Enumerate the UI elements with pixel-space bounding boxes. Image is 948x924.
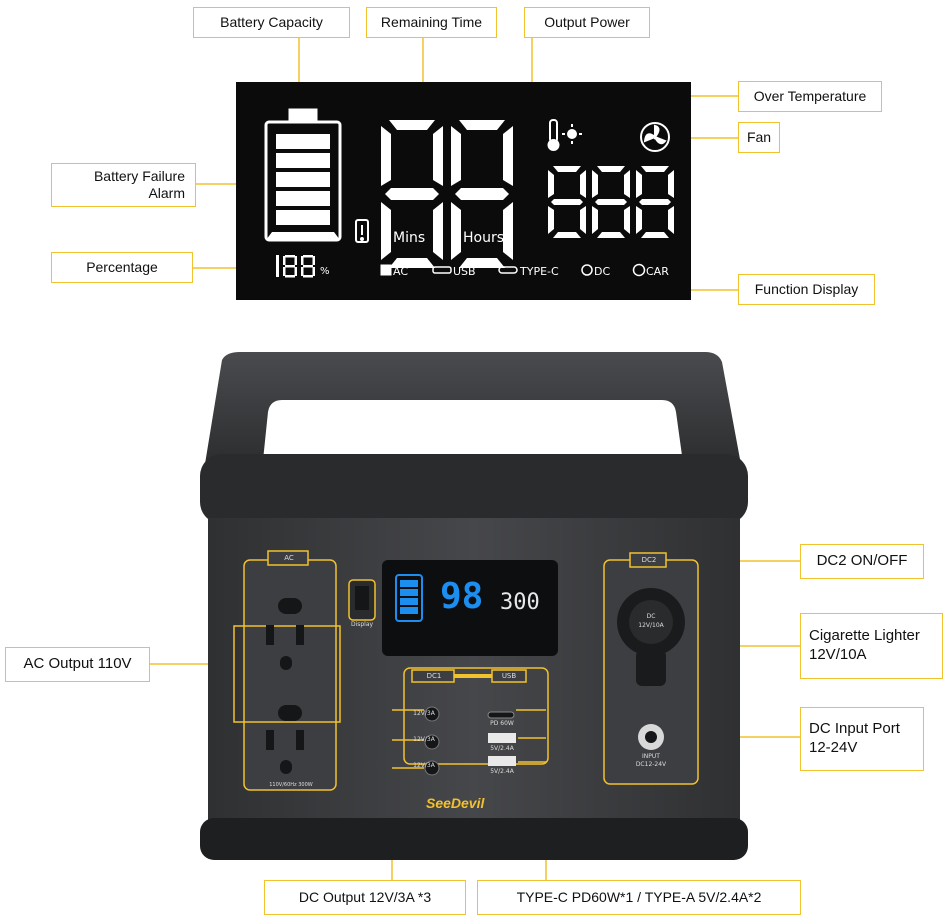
callout-battery-failure: Battery Failure Alarm <box>51 163 196 207</box>
callout-remaining-time: Remaining Time <box>366 7 497 38</box>
dc-out-label-1: 12V/3A <box>413 710 435 717</box>
ac-tag <box>267 550 309 566</box>
display-label: Display <box>350 621 374 628</box>
dc-input-line-2: 12-24V <box>809 739 858 756</box>
battery-failure-line-2: Alarm <box>148 185 185 201</box>
dc-in-label-2: DC12-24V <box>635 761 667 768</box>
percent-sign: % <box>320 266 330 277</box>
car-icon <box>632 263 646 277</box>
callout-typec-output: TYPE-C PD60W*1 / TYPE-A 5V/2.4A*2 <box>477 880 801 915</box>
function-ac: AC <box>393 265 409 278</box>
usb-icon <box>432 266 452 274</box>
callout-dc-input: DC Input Port 12-24V <box>800 707 924 771</box>
pd-label: PD 60W <box>490 720 514 727</box>
dc-out-label-3: 12V/3A <box>413 762 435 769</box>
usb-button <box>491 669 527 683</box>
callout-battery-capacity: Battery Capacity <box>193 7 350 38</box>
lcd-display-diagram: Mins Hours % AC USB TYPE-C DC CAR <box>236 82 691 300</box>
battery-failure-icon <box>355 219 369 243</box>
power-digits <box>548 166 674 238</box>
function-dc: DC <box>594 265 611 278</box>
dc-usb-panel <box>403 667 549 765</box>
callout-percentage: Percentage <box>51 252 193 283</box>
fan-icon <box>640 122 670 152</box>
dc-icon <box>581 264 593 276</box>
ac-tag-label: AC <box>284 554 294 562</box>
dc2-tag-label: DC2 <box>641 556 657 564</box>
cigarette-line-2: 12V/10A <box>809 646 867 663</box>
ac-icon <box>380 264 392 276</box>
function-type-c: TYPE-C <box>520 265 559 278</box>
dc-out-label-2: 12V/3A <box>413 736 435 743</box>
battery-failure-line-1: Battery Failure <box>93 167 185 184</box>
callout-cigarette-lighter: Cigarette Lighter 12V/10A <box>800 613 943 679</box>
callout-ac-output: AC Output 110V <box>5 647 150 682</box>
callout-dc2: DC2 ON/OFF <box>800 544 924 579</box>
usb-out-label-1: 5V/2.4A <box>490 745 514 752</box>
type-c-icon <box>498 266 518 274</box>
cigarette-cap <box>636 650 666 686</box>
cigarette-line-1: Cigarette Lighter <box>809 627 920 645</box>
hours-label: Hours <box>463 230 505 246</box>
ac-panel <box>243 559 337 791</box>
callout-fan: Fan <box>738 122 780 153</box>
function-icons <box>380 263 646 277</box>
percentage-digits <box>276 255 315 278</box>
dc1-label: DC1 <box>426 672 442 680</box>
usb-output-ports <box>487 711 516 766</box>
dc-in-label-1: INPUT <box>642 753 660 760</box>
battery-bars <box>266 134 340 240</box>
ac-rating: 110V/60Hz 300W <box>269 782 313 788</box>
callout-output-power: Output Power <box>524 7 650 38</box>
body-top <box>200 454 748 524</box>
mins-label: Mins <box>393 230 426 246</box>
dc-output-ports <box>424 706 440 776</box>
ac-outlets <box>266 598 304 774</box>
screen-power: 300 <box>500 590 540 615</box>
screen-time: 98 <box>440 576 484 617</box>
dc2-button <box>629 552 667 568</box>
callout-over-temperature: Over Temperature <box>738 81 882 112</box>
cig-label-2: 12V/10A <box>638 622 664 629</box>
brand-logo: SeeDevil <box>426 795 485 811</box>
device-screen <box>382 560 558 656</box>
over-temperature-icon <box>547 119 582 151</box>
usb-label: USB <box>501 672 517 680</box>
cig-label-1: DC <box>646 613 656 620</box>
dc-input-line-1: DC Input Port <box>809 720 900 738</box>
function-car: CAR <box>646 265 669 278</box>
callout-function-display: Function Display <box>738 274 875 305</box>
callout-dc-output: DC Output 12V/3A *3 <box>264 880 466 915</box>
ac-outlets-frame <box>233 625 341 723</box>
handle <box>204 352 742 470</box>
usb-out-label-2: 5V/2.4A <box>490 768 514 775</box>
function-usb: USB <box>453 265 476 278</box>
time-digits <box>381 120 513 268</box>
body-bottom <box>200 818 748 860</box>
